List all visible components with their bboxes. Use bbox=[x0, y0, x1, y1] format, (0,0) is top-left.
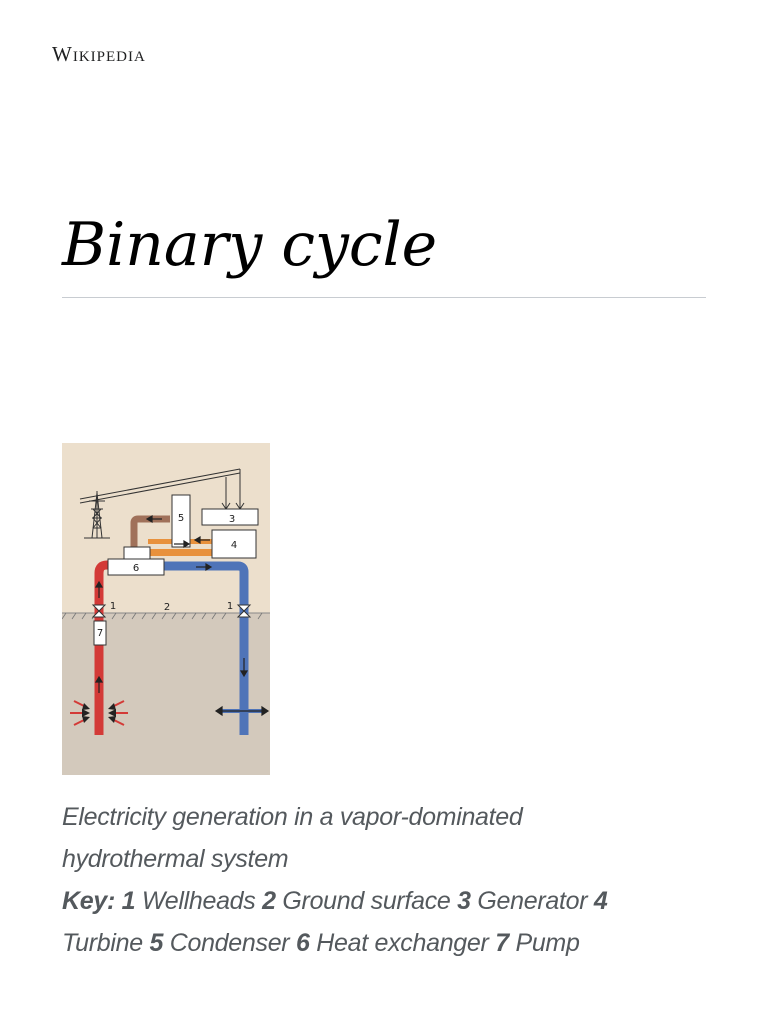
label-pump: 7 bbox=[97, 628, 103, 639]
heat-exchanger-box bbox=[107, 558, 165, 576]
generator-box bbox=[201, 508, 259, 526]
label-turbine: 4 bbox=[231, 540, 237, 551]
power-lines bbox=[79, 468, 245, 510]
binary-cycle-diagram[interactable]: 5 3 4 6 7 1 2 1 bbox=[62, 443, 270, 775]
caption-key-num: 1 bbox=[121, 887, 136, 915]
caption-key-text: Turbine bbox=[62, 929, 150, 957]
caption-key-text: Heat exchanger bbox=[309, 929, 496, 957]
page-title: Binary cycle bbox=[62, 210, 438, 280]
label-ground: 2 bbox=[164, 602, 170, 613]
power-pylon bbox=[84, 491, 110, 539]
caption-key-text: Pump bbox=[508, 929, 580, 957]
caption-key-line-1: Key: 1 Wellheads 2 Ground surface 3 Gene… bbox=[62, 880, 702, 922]
brown-pipe bbox=[130, 515, 170, 551]
label-condenser: 5 bbox=[178, 513, 184, 524]
caption-key-line-2: Turbine 5 Condenser 6 Heat exchanger 7 P… bbox=[62, 922, 702, 964]
caption-line-1: Electricity generation in a vapor-domina… bbox=[62, 803, 523, 831]
heat-arrows bbox=[70, 700, 128, 726]
label-heat-exchanger: 6 bbox=[133, 563, 139, 574]
figure-caption: Electricity generation in a vapor-domina… bbox=[62, 796, 702, 964]
cold-pipe bbox=[162, 561, 249, 735]
turbine-box bbox=[211, 529, 257, 559]
caption-key-text: Generator bbox=[470, 887, 594, 915]
caption-key-text: Condenser bbox=[163, 929, 296, 957]
label-generator: 3 bbox=[229, 514, 235, 525]
caption-key-num: 4 bbox=[593, 887, 608, 915]
caption-key-text: Ground surface bbox=[275, 887, 458, 915]
caption-line-2: hydrothermal system bbox=[62, 845, 289, 873]
caption-key-num: 2 bbox=[262, 887, 276, 915]
caption-key-num: 7 bbox=[495, 929, 509, 957]
wikipedia-logo[interactable]: Wikipedia bbox=[52, 42, 146, 66]
label-wellhead-left: 1 bbox=[110, 601, 116, 612]
heat-exchanger-top bbox=[123, 546, 151, 560]
caption-key-label: Key: bbox=[62, 887, 115, 915]
ground-background bbox=[62, 613, 270, 775]
caption-key-text: Wellheads bbox=[135, 887, 263, 915]
label-wellhead-right: 1 bbox=[227, 601, 233, 612]
wellhead-valves bbox=[91, 604, 252, 618]
caption-key-num: 6 bbox=[295, 929, 310, 957]
hot-pipe bbox=[94, 560, 112, 735]
caption-key-num: 3 bbox=[457, 887, 471, 915]
condenser-box bbox=[171, 494, 191, 548]
caption-key-num: 5 bbox=[149, 929, 164, 957]
pump-box bbox=[93, 620, 107, 646]
flow-arrows bbox=[94, 514, 270, 717]
title-divider bbox=[62, 297, 706, 298]
orange-pipe-upper bbox=[148, 549, 216, 556]
